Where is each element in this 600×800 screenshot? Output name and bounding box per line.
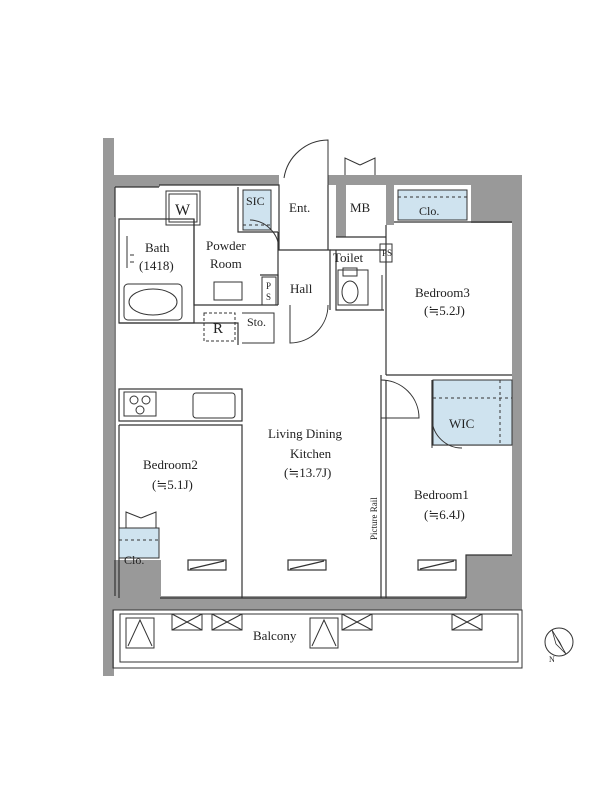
doors	[125, 139, 463, 528]
bath-size-label: (1418)	[139, 258, 174, 273]
compass-north-label: N	[549, 655, 555, 664]
fixtures	[123, 190, 393, 419]
bedroom1-label: Bedroom1	[414, 487, 469, 502]
entrance-label: Ent.	[289, 200, 310, 215]
hall-label: Hall	[290, 281, 313, 296]
toilet-label: Toilet	[333, 250, 364, 265]
ps-upper-label: PS	[382, 248, 392, 258]
compass-icon: N	[544, 627, 574, 664]
balcony-label: Balcony	[253, 628, 297, 643]
storage-dashes	[119, 196, 512, 541]
bath-label: Bath	[145, 240, 170, 255]
sic-label: SIC	[246, 194, 265, 208]
bedroom3-size-label: (≒5.2J)	[424, 303, 465, 318]
ps-lower-p-label: P	[266, 281, 271, 291]
bedroom2-size-label: (≒5.1J)	[152, 477, 193, 492]
ldk-label-line2: Kitchen	[290, 446, 332, 461]
washer-label: W	[175, 202, 191, 219]
picture-rail-label: Picture Rail	[369, 497, 379, 540]
room-labels: W SIC Ent. MB Clo. Bath (1418) Powder Ro…	[124, 194, 474, 643]
balcony	[112, 609, 523, 669]
ldk-size-label: (≒13.7J)	[284, 465, 331, 480]
bedroom1-size-label: (≒6.4J)	[424, 507, 465, 522]
ps-lower-s-label: S	[266, 292, 271, 302]
exterior-walls	[103, 138, 522, 676]
bedroom3-label: Bedroom3	[415, 285, 470, 300]
mb-label: MB	[350, 200, 371, 215]
ldk-label-line1: Living Dining	[268, 426, 343, 441]
closet-bedroom2-label: Clo.	[124, 553, 144, 567]
powder-room-label-line2: Room	[210, 256, 242, 271]
storage-label: Sto.	[247, 315, 266, 329]
closet-bedroom3-label: Clo.	[419, 204, 439, 218]
bedroom2-label: Bedroom2	[143, 457, 198, 472]
wic-label: WIC	[449, 416, 474, 431]
powder-room-label-line1: Powder	[206, 238, 246, 253]
refrigerator-label: R	[213, 321, 223, 337]
window-units	[187, 559, 457, 571]
storage-fills	[118, 189, 513, 559]
